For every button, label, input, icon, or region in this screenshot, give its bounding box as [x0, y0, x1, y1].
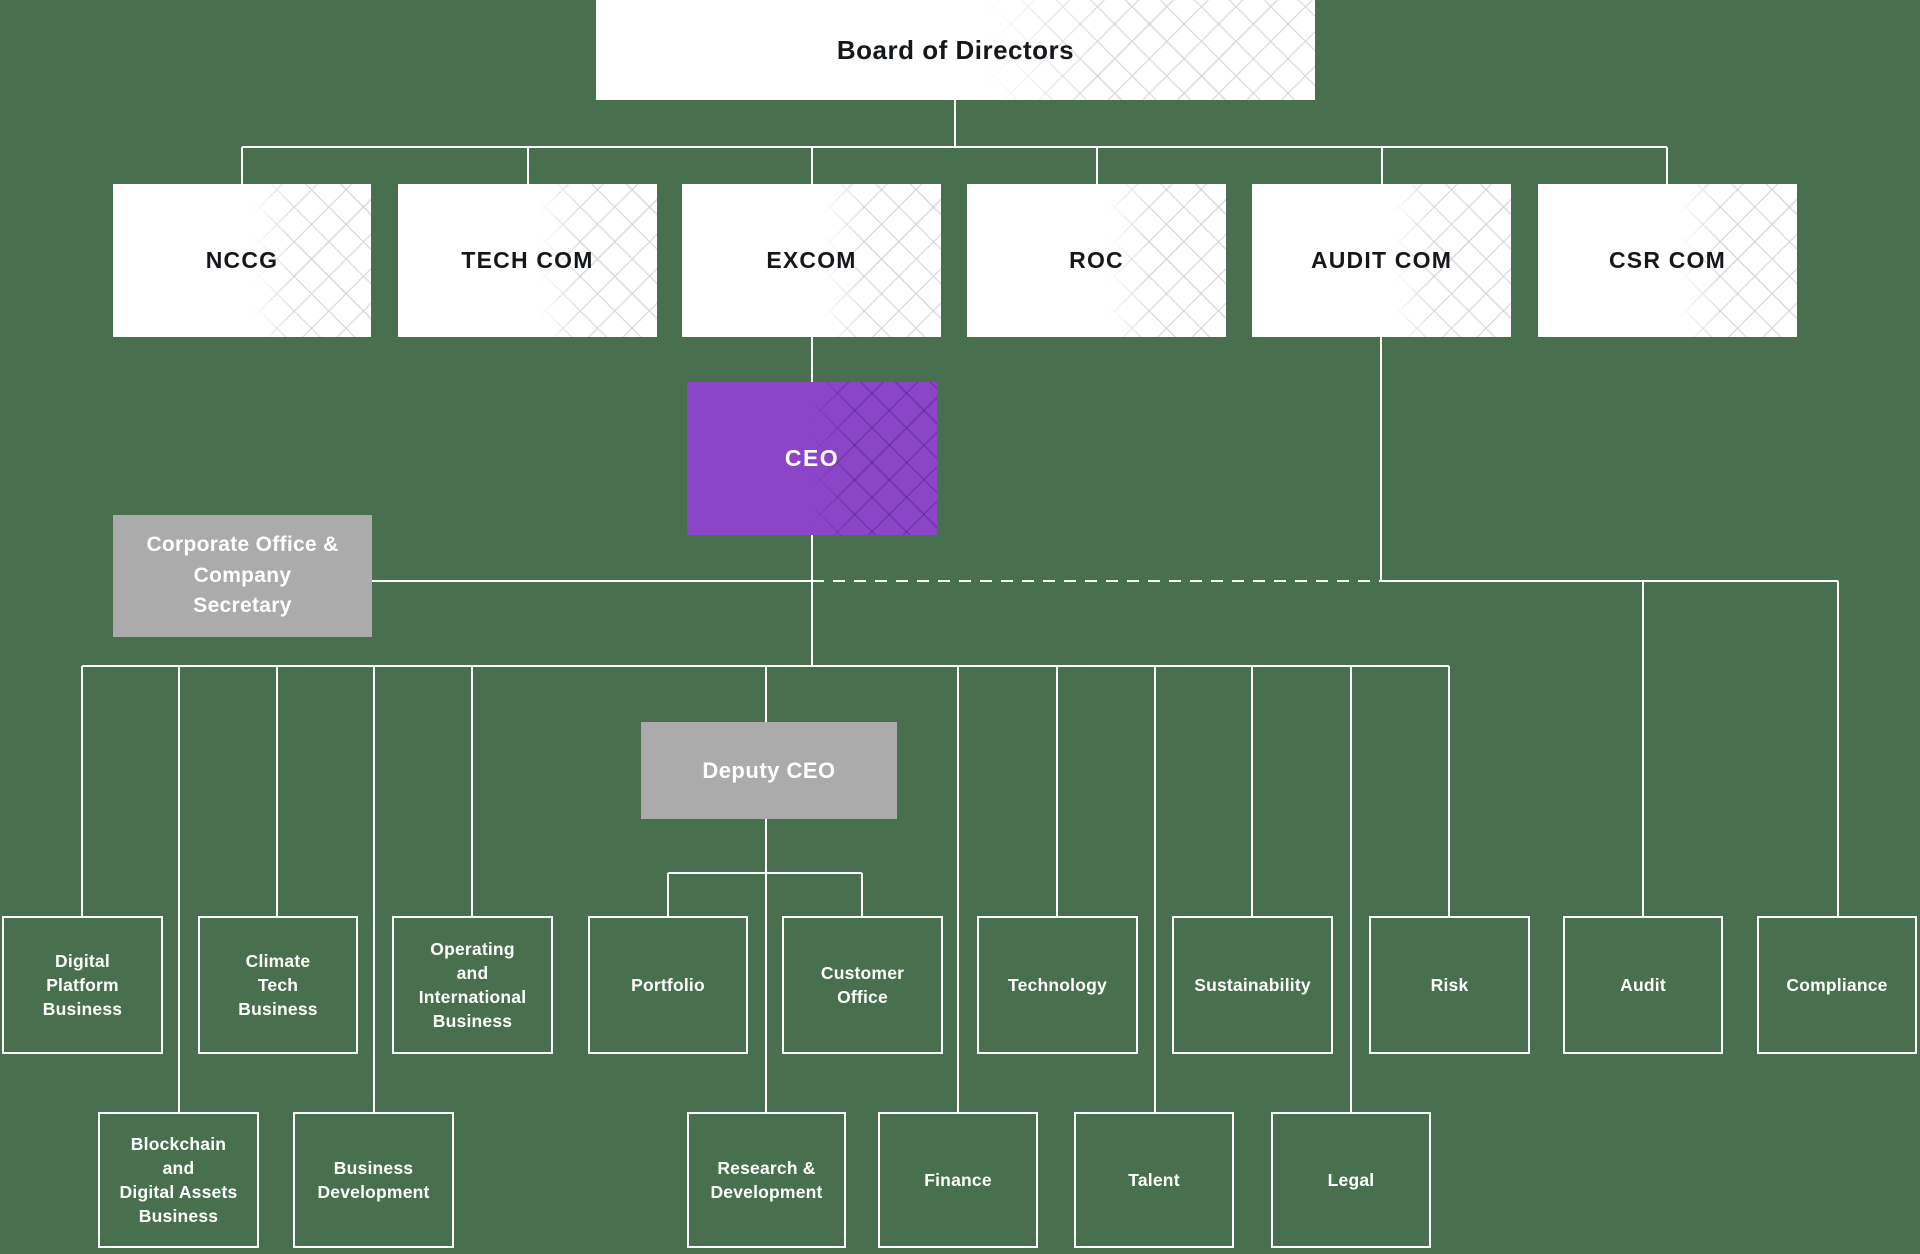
committee-label: ROC [1069, 247, 1124, 273]
division-label: Audit [1620, 974, 1666, 995]
division-label: Research & Development [710, 1157, 823, 1202]
board-of-directors-box: Board of Directors [596, 0, 1315, 100]
division-box-operating-international-business: Operating and International Business [392, 916, 553, 1054]
division-box-finance: Finance [878, 1112, 1038, 1248]
board-of-directors-label: Board of Directors [836, 34, 1075, 65]
committee-box-nccg: NCCG [113, 184, 371, 337]
committee-box-tech-com: TECH COM [398, 184, 657, 337]
committee-label: TECH COM [461, 247, 594, 273]
division-box-climate-tech-business: Climate Tech Business [198, 916, 358, 1054]
division-box-legal: Legal [1271, 1112, 1431, 1248]
division-box-sustainability: Sustainability [1172, 916, 1333, 1054]
division-label: Risk [1430, 974, 1469, 995]
committee-label: AUDIT COM [1310, 247, 1453, 273]
corporate-office-box: Corporate Office & Company Secretary [113, 515, 372, 637]
division-box-portfolio: Portfolio [588, 916, 748, 1054]
division-label: Climate Tech Business [238, 950, 318, 1020]
committee-box-audit-com: AUDIT COM [1252, 184, 1511, 337]
corporate-office-label: Corporate Office & Company Secretary [146, 533, 339, 618]
committee-box-excom: EXCOM [682, 184, 941, 337]
division-label: Talent [1128, 1169, 1180, 1190]
division-box-compliance: Compliance [1757, 916, 1917, 1054]
ceo-label: CEO [784, 445, 840, 471]
division-box-technology: Technology [977, 916, 1138, 1054]
division-label: Technology [1008, 974, 1107, 995]
committee-label: EXCOM [766, 247, 857, 273]
division-label: Portfolio [631, 974, 705, 995]
division-label: Compliance [1786, 974, 1888, 995]
division-label: Legal [1327, 1169, 1375, 1190]
division-label: Finance [924, 1169, 992, 1190]
division-box-risk: Risk [1369, 916, 1530, 1054]
division-box-digital-platform-business: Digital Platform Business [2, 916, 163, 1054]
division-box-research-development: Research & Development [687, 1112, 846, 1248]
division-box-business-development: Business Development [293, 1112, 454, 1248]
deputy-ceo-label: Deputy CEO [702, 757, 836, 783]
division-box-talent: Talent [1074, 1112, 1234, 1248]
division-box-blockchain-digital-assets: Blockchain and Digital Assets Business [98, 1112, 259, 1248]
geometric-pattern [1106, 184, 1226, 337]
division-box-customer-office: Customer Office [782, 916, 943, 1054]
division-label: Business Development [317, 1157, 430, 1202]
division-box-audit: Audit [1563, 916, 1723, 1054]
division-label: Sustainability [1194, 974, 1311, 995]
division-label: Customer Office [820, 962, 905, 1007]
ceo-box: CEO [687, 382, 937, 535]
committee-label: CSR COM [1608, 247, 1726, 273]
deputy-ceo-box: Deputy CEO [641, 722, 897, 819]
division-label: Digital Platform Business [42, 950, 123, 1020]
division-label: Operating and International Business [418, 938, 527, 1032]
committee-box-roc: ROC [967, 184, 1226, 337]
committee-box-csr-com: CSR COM [1538, 184, 1797, 337]
division-label: Blockchain and Digital Assets Business [119, 1133, 238, 1227]
committee-label: NCCG [205, 247, 279, 273]
